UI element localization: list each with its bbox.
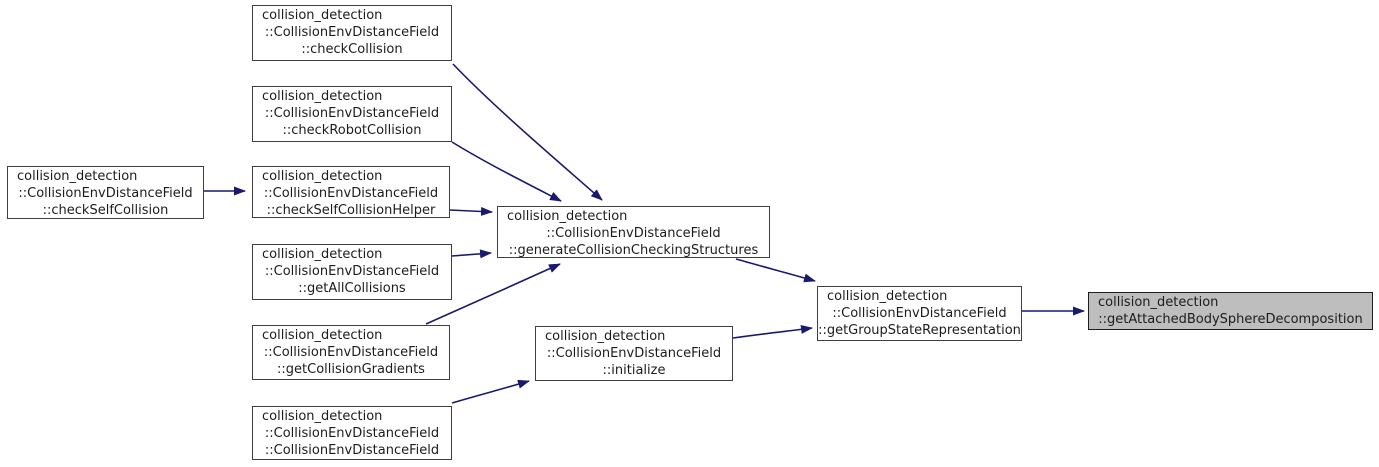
node-label-line: collision_detection — [17, 169, 138, 184]
node-label-line: ::checkSelfCollisionHelper — [266, 203, 436, 218]
node-label-line: ::CollisionEnvDistanceField — [263, 345, 439, 360]
node-label-line: collision_detection — [1098, 295, 1219, 310]
node-get-collision-gradients[interactable]: collision_detection::CollisionEnvDistanc… — [252, 325, 450, 380]
node-check-collision[interactable]: collision_detection::CollisionEnvDistanc… — [252, 5, 452, 61]
node-label-line: ::CollisionEnvDistanceField — [832, 306, 1007, 321]
node-get-all-collisions[interactable]: collision_detection::CollisionEnvDistanc… — [252, 244, 452, 300]
node-collision-env-distance-field-constructor[interactable]: collision_detection::CollisionEnvDistanc… — [252, 406, 452, 460]
node-check-self-collision-helper[interactable]: collision_detection::CollisionEnvDistanc… — [252, 166, 450, 218]
node-initialize[interactable]: collision_detection::CollisionEnvDistanc… — [535, 326, 733, 381]
node-label-line: collision_detection — [262, 409, 383, 424]
node-get-attached-body-sphere-decomposition[interactable]: collision_detection::getAttachedBodySphe… — [1088, 292, 1373, 330]
node-label-line: collision_detection — [827, 289, 948, 304]
node-generate-collision-checking-structures[interactable]: collision_detection::CollisionEnvDistanc… — [497, 206, 770, 258]
node-label-line: ::checkCollision — [301, 42, 403, 57]
node-label-line: collision_detection — [545, 329, 666, 344]
node-label-line: ::checkSelfCollision — [42, 203, 169, 218]
node-label-line: ::CollisionEnvDistanceField — [18, 186, 193, 201]
node-label-line: ::checkRobotCollision — [282, 123, 422, 138]
node-label-line: ::CollisionEnvDistanceField — [264, 25, 440, 40]
node-label-line: ::CollisionEnvDistanceField — [264, 443, 440, 458]
node-label-line: collision_detection — [262, 89, 383, 104]
edge-check-collision-to-generate-collision-checking-structures — [452, 63, 603, 201]
edge-collision-env-distance-field-constructor-to-initialize — [451, 379, 530, 404]
node-label-line: ::getGroupStateRepresentation — [818, 323, 1021, 338]
node-label-line: ::initialize — [602, 363, 666, 378]
edge-get-collision-gradients-to-generate-collision-checking-structures — [425, 263, 561, 325]
node-label-line: ::getAttachedBodySphereDecomposition — [1098, 312, 1363, 327]
node-label-line: ::getCollisionGradients — [277, 362, 425, 377]
node-label-line: ::generateCollisionCheckingStructures — [508, 243, 759, 258]
node-label-line: collision_detection — [262, 169, 383, 184]
node-label-line: collision_detection — [507, 209, 628, 224]
node-label-line: ::CollisionEnvDistanceField — [264, 106, 440, 121]
node-label-line: collision_detection — [262, 8, 383, 23]
node-label-line: ::CollisionEnvDistanceField — [546, 226, 721, 241]
node-label-line: ::CollisionEnvDistanceField — [263, 186, 439, 201]
node-label-line: ::CollisionEnvDistanceField — [546, 346, 722, 361]
node-get-group-state-representation[interactable]: collision_detection::CollisionEnvDistanc… — [817, 286, 1022, 341]
node-label-line: ::CollisionEnvDistanceField — [264, 264, 440, 279]
edge-initialize-to-get-group-state-representation — [732, 324, 813, 339]
node-check-robot-collision[interactable]: collision_detection::CollisionEnvDistanc… — [252, 86, 452, 142]
node-check-self-collision[interactable]: collision_detection::CollisionEnvDistanc… — [7, 166, 204, 219]
edge-get-all-collisions-to-generate-collision-checking-structures — [451, 249, 492, 259]
node-label-line: ::getAllCollisions — [298, 281, 406, 296]
edge-check-self-collision-helper-to-generate-collision-checking-structures — [449, 206, 493, 216]
edge-check-robot-collision-to-generate-collision-checking-structures — [451, 141, 562, 202]
edge-generate-collision-checking-structures-to-get-group-state-representation — [735, 258, 816, 283]
node-label-line: collision_detection — [262, 247, 383, 262]
node-label-line: ::CollisionEnvDistanceField — [264, 426, 440, 441]
node-label-line: collision_detection — [262, 328, 383, 343]
